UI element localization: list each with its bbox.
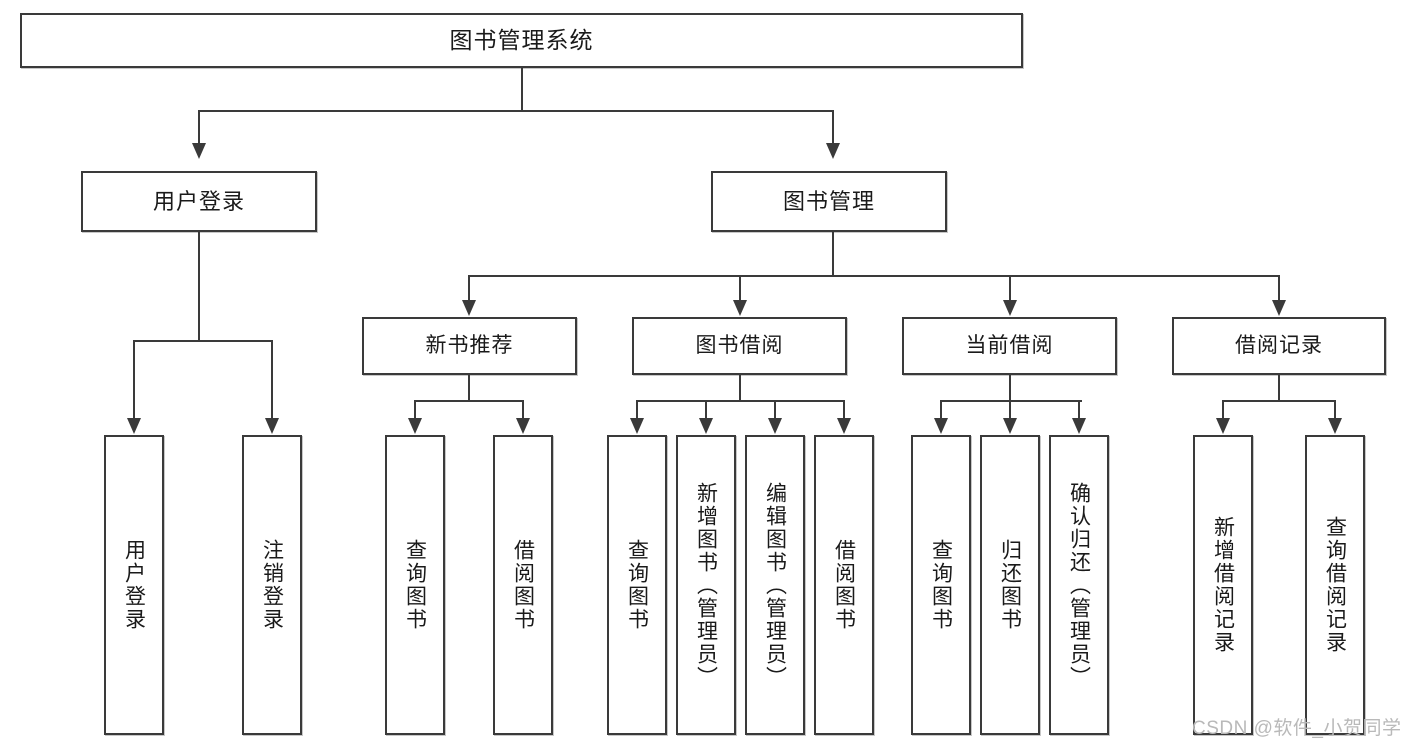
arrow-down-icon (1328, 418, 1342, 434)
connector-drop-leaf-return-book (1009, 400, 1011, 418)
arrow-down-icon (837, 418, 851, 434)
node-label: 查询图书 (929, 539, 953, 631)
node-label: 新书推荐 (425, 333, 514, 357)
node-label: 当前借阅 (965, 333, 1054, 357)
node-leaf-add-book-admin[interactable]: 新增图书（管理员） (676, 435, 736, 735)
arrow-down-icon (192, 143, 206, 159)
connector-drop-borrow-record (1278, 275, 1280, 300)
connector-level2-bar (468, 275, 1280, 277)
node-book-manage[interactable]: 图书管理 (711, 171, 947, 232)
node-leaf-confirm-return-admin[interactable]: 确认归还（管理员） (1049, 435, 1109, 735)
connector-level1-drop-book-manage (832, 110, 834, 143)
node-book-borrow[interactable]: 图书借阅 (632, 317, 847, 375)
connector-drop-leaf-query-book-2 (636, 400, 638, 418)
watermark-text: CSDN @软件_小贺同学 (1192, 718, 1402, 739)
node-label: 图书管理 (782, 188, 875, 214)
arrow-down-icon (1003, 418, 1017, 434)
connector-book-borrow-stem (739, 375, 741, 401)
connector-current-borrow-stem (1009, 375, 1011, 401)
connector-new-book-recommend-stem (468, 375, 470, 401)
connector-drop-leaf-add-record (1222, 400, 1224, 418)
node-label: 归还图书 (998, 539, 1022, 631)
arrow-down-icon (699, 418, 713, 434)
connector-drop-leaf-user-login (133, 340, 135, 418)
node-label: 图书借阅 (695, 333, 784, 357)
node-root-book-management-system[interactable]: 图书管理系统 (20, 13, 1023, 68)
node-leaf-query-book-borrow[interactable]: 查询图书 (607, 435, 667, 735)
node-leaf-borrow-book-borrow[interactable]: 借阅图书 (814, 435, 874, 735)
node-current-borrow[interactable]: 当前借阅 (902, 317, 1117, 375)
connector-drop-leaf-query-record (1334, 400, 1336, 418)
node-leaf-return-book[interactable]: 归还图书 (980, 435, 1040, 735)
connector-level1-drop-user-login (198, 110, 200, 143)
arrow-down-icon (826, 143, 840, 159)
connector-new-book-recommend-bar (414, 400, 524, 402)
node-leaf-edit-book-admin[interactable]: 编辑图书（管理员） (745, 435, 805, 735)
connector-book-manage-stem (832, 232, 834, 276)
connector-drop-leaf-logout (271, 340, 273, 418)
connector-level1-bar (198, 110, 833, 112)
connector-borrow-record-stem (1278, 375, 1280, 401)
node-label: 借阅图书 (832, 539, 856, 631)
node-leaf-borrow-book-new-recommend[interactable]: 借阅图书 (493, 435, 553, 735)
arrow-down-icon (1216, 418, 1230, 434)
node-leaf-add-borrow-record[interactable]: 新增借阅记录 (1193, 435, 1253, 735)
node-label: 图书管理系统 (449, 27, 594, 54)
connector-user-login-bar (133, 340, 273, 342)
node-label: 确认归还（管理员） (1067, 481, 1091, 689)
connector-borrow-record-bar (1222, 400, 1336, 402)
connector-user-login-stem (198, 232, 200, 341)
connector-drop-leaf-borrow-book-2 (843, 400, 845, 418)
node-leaf-logout[interactable]: 注销登录 (242, 435, 302, 735)
node-label: 注销登录 (260, 539, 284, 631)
node-leaf-query-borrow-record[interactable]: 查询借阅记录 (1305, 435, 1365, 735)
connector-book-borrow-bar (636, 400, 845, 402)
connector-drop-leaf-edit-book (774, 400, 776, 418)
node-label: 查询借阅记录 (1323, 516, 1347, 654)
arrow-down-icon (768, 418, 782, 434)
node-new-book-recommend[interactable]: 新书推荐 (362, 317, 577, 375)
arrow-down-icon (462, 300, 476, 316)
connector-current-borrow-bar (940, 400, 1082, 402)
node-leaf-user-login[interactable]: 用户登录 (104, 435, 164, 735)
arrow-down-icon (516, 418, 530, 434)
arrow-down-icon (630, 418, 644, 434)
node-label: 用户登录 (152, 188, 245, 214)
connector-drop-leaf-query-book-3 (940, 400, 942, 418)
node-label: 借阅图书 (511, 539, 535, 631)
connector-drop-leaf-borrow-book-1 (522, 400, 524, 418)
arrow-down-icon (1072, 418, 1086, 434)
connector-root-stem (521, 68, 523, 111)
connector-drop-current-borrow (1009, 275, 1011, 300)
node-label: 新增图书（管理员） (694, 481, 718, 689)
arrow-down-icon (1272, 300, 1286, 316)
arrow-down-icon (127, 418, 141, 434)
arrow-down-icon (1003, 300, 1017, 316)
node-user-login[interactable]: 用户登录 (81, 171, 317, 232)
node-leaf-query-book-new-recommend[interactable]: 查询图书 (385, 435, 445, 735)
node-label: 查询图书 (403, 539, 427, 631)
node-leaf-query-book-current[interactable]: 查询图书 (911, 435, 971, 735)
connector-drop-leaf-confirm-return (1078, 400, 1080, 418)
connector-drop-book-borrow (739, 275, 741, 300)
connector-drop-new-book-recommend (468, 275, 470, 300)
node-label: 借阅记录 (1235, 333, 1323, 357)
node-label: 编辑图书（管理员） (763, 481, 787, 689)
node-label: 用户登录 (122, 539, 146, 631)
connector-drop-leaf-add-book (705, 400, 707, 418)
arrow-down-icon (265, 418, 279, 434)
arrow-down-icon (934, 418, 948, 434)
arrow-down-icon (408, 418, 422, 434)
connector-drop-leaf-query-book-1 (414, 400, 416, 418)
node-label: 查询图书 (625, 539, 649, 631)
node-label: 新增借阅记录 (1211, 516, 1235, 654)
arrow-down-icon (733, 300, 747, 316)
node-borrow-record[interactable]: 借阅记录 (1172, 317, 1386, 375)
